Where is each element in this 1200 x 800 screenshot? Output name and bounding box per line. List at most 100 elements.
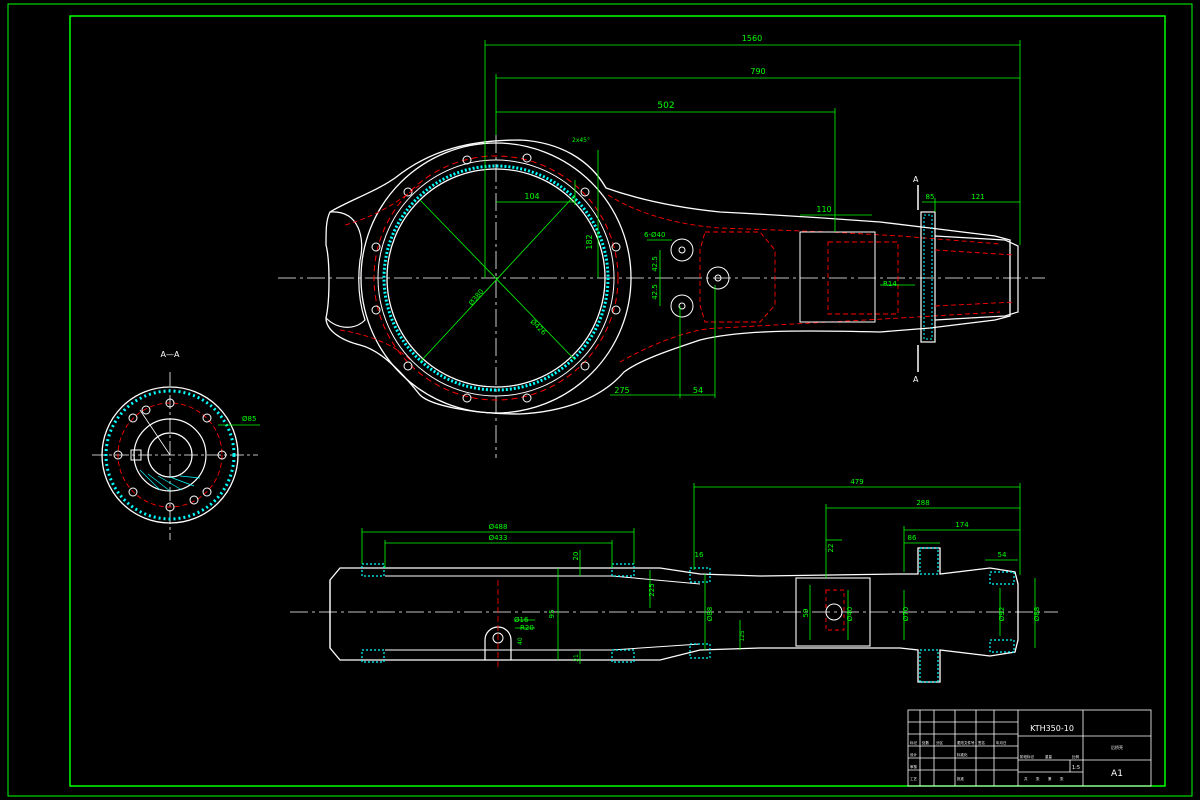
dim-phi92: Ø92 [998,607,1006,621]
tb-label: 第 [1048,776,1052,781]
spindle-outline [934,235,1019,321]
bolt-hole [462,155,472,165]
dim-502: 502 [657,101,674,111]
mid-boss-hidden [825,589,845,631]
bolt-hole [165,398,175,408]
neck-hidden-box-2 [827,241,899,315]
dim-phi88: Ø88 [706,607,714,621]
flange-hatch [923,214,933,340]
bolt-hole [580,361,590,371]
tb-label: 重量 [1045,754,1053,759]
tb-label: 标准化 [957,752,968,757]
dim-r14: R14 [883,280,897,288]
bolt-hole [113,450,123,460]
housing-left-lobe [325,211,366,328]
spindle-hidden [934,249,1016,307]
hidden-contour [339,184,1001,363]
bolt-hole [141,405,151,415]
section-cut-label-bottom: A [913,375,919,384]
tube-hatch [361,547,1015,683]
bolt-hole [217,450,227,460]
tb-label: 分区 [936,740,944,745]
diameter-leader [419,194,576,363]
dim-phi70: Ø70 [902,607,910,621]
bolt-hole [403,361,413,371]
dim-40: 40 [517,637,524,645]
dim-r20: R20 [520,624,534,632]
mid-boss-hole [825,603,843,621]
boss-hole [670,294,694,318]
title-block [907,709,1152,787]
section-cut-label-top: A [913,175,919,184]
dim-phi85: Ø85 [242,415,256,423]
section-hatch-fill [139,469,201,492]
bolt-hole [611,242,621,252]
diameter-leader [419,199,576,361]
bolt-hole [403,187,413,197]
drawing-number: KTH350-10 [1030,724,1074,733]
bolt-hole [202,413,212,423]
dim-6-phi40: 6-Ø40 [644,231,665,239]
dim-95: 95 [548,610,556,619]
dim-phi426: Ø426 [529,318,548,337]
dim-275: 275 [614,386,629,395]
bore-hatch-ring [382,164,610,392]
dim-225: 225 [648,583,656,596]
dim-54b: 54 [998,551,1007,559]
boss-hole [706,266,730,290]
bolt-hole [165,502,175,512]
dim-121: 121 [971,193,984,201]
dim-110: 110 [816,205,831,214]
dim-42-5b: 42.5 [651,284,659,300]
dim-86: 86 [908,534,917,542]
dim-phi488: Ø488 [489,523,508,531]
tb-label: 处数 [922,740,930,745]
tb-scale: 1:5 [1072,765,1080,771]
bottom-view: 479 288 174 86 54 Ø488 Ø433 16 20 225 22… [290,478,1058,683]
housing-outline [325,139,1011,415]
boss-hole [670,238,694,262]
dim-2x45: 2x45° [572,137,590,144]
section-a-a-view: Ø85 A—A [92,350,260,540]
dim-phi88b: Ø88 [1033,607,1041,621]
dim-phi16: Ø16 [514,616,529,624]
top-dimension-lines [484,40,1021,398]
section-bolt-holes [113,398,227,512]
dim-54: 54 [693,386,703,395]
flange-plate [920,211,936,343]
tb-label: 年月日 [996,740,1007,745]
dim-59: 59 [802,609,810,618]
bolt-circle [373,155,619,401]
bolt-hole [522,393,532,403]
bore-circle-mid [377,159,615,397]
tb-label: 更改文件号 [957,740,975,745]
inner-frame [69,15,1166,787]
bore-circle-outer [360,142,632,414]
dim-182: 182 [585,234,594,249]
boss-hole-inner [678,246,686,254]
title-block-small-labels: 标记 处数 分区 更改文件号 签名 年月日 设计 标准化 阶段标记 重量 比例 … [910,740,1080,781]
dim-20: 20 [572,552,580,561]
bore-circle-inner [386,168,606,388]
dim-22: 22 [827,544,835,553]
bolt-hole [522,153,532,163]
tube-inner [385,575,701,651]
neck-hidden-box-3 [799,231,876,323]
section-bolt-circle [117,402,223,508]
section-leader [139,409,171,456]
tb-label: 标记 [910,740,918,745]
section-flange-hatch [104,389,236,521]
dim-1560: 1560 [742,34,762,43]
tb-label: 张 [1060,776,1064,781]
tb-label: 批准 [957,776,965,781]
bolt-hole [189,495,199,505]
tb-label: 签名 [978,740,985,745]
bolt-hole [371,242,381,252]
bolt-hole [128,487,138,497]
section-flange-outer [101,386,239,524]
bolt-hole [580,187,590,197]
section-keyway [130,449,142,461]
bolt-hole [128,413,138,423]
bolt-hole [202,487,212,497]
